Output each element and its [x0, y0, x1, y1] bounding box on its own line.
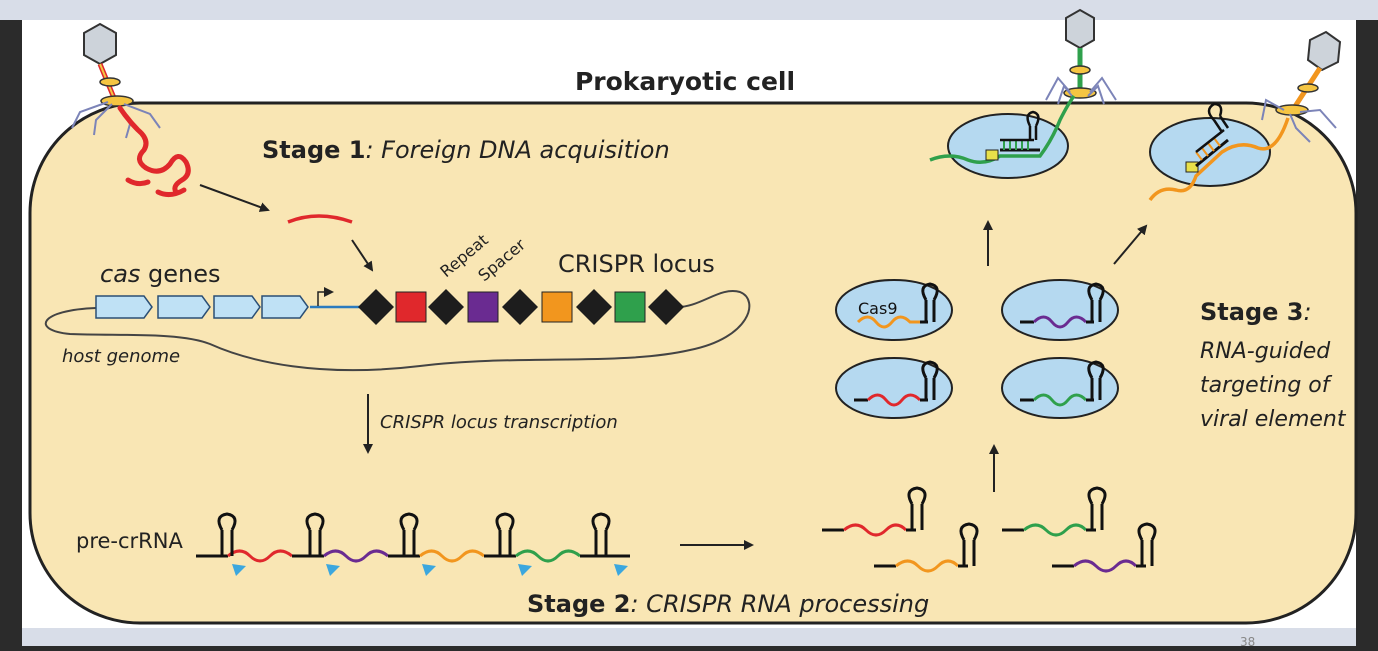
- cas-gene-4: [261, 295, 309, 319]
- injected-dna: [117, 105, 191, 195]
- cleavage-site-4: [518, 564, 532, 576]
- dna-fragment-2: [155, 187, 187, 198]
- repeat-4: [576, 289, 612, 325]
- arrow-acquire-1: [199, 184, 270, 212]
- spacer-orange: [541, 291, 573, 323]
- target-complex-green: [929, 94, 1076, 179]
- stage2-label: Stage 2: CRISPR RNA processing: [527, 590, 929, 618]
- stage2-subtitle: : CRISPR RNA processing: [630, 590, 929, 618]
- stage3-label: Stage 3: [1200, 298, 1303, 326]
- hairpin-4: [495, 512, 515, 556]
- repeat-3: [502, 289, 538, 325]
- dna-fragment-1: [125, 177, 151, 187]
- crrna-orange: [874, 522, 979, 573]
- cleavage-sites: [232, 564, 628, 576]
- mature-crrnas: [822, 486, 1157, 573]
- arrow-acquire-2: [351, 239, 374, 272]
- cas-gene-1: [95, 295, 153, 319]
- repeat-2: [428, 289, 464, 325]
- repeat-1: [358, 289, 394, 325]
- prokaryotic-cell: [28, 101, 1358, 625]
- hairpin-3: [399, 512, 419, 556]
- complex-purple: [1001, 279, 1119, 341]
- hairpin-2: [305, 512, 325, 556]
- pre-crrna-label: pre-crRNA: [76, 529, 183, 553]
- spacer-green: [614, 291, 646, 323]
- host-genome-label: host genome: [62, 346, 180, 367]
- cleavage-site-5: [614, 564, 628, 576]
- complex-orange: [835, 279, 953, 341]
- stage3-colon: :: [1303, 298, 1311, 326]
- target-complex-orange: [1148, 102, 1290, 202]
- stage3-line-2: targeting of: [1200, 373, 1333, 398]
- stage3-line-3: viral element: [1200, 407, 1347, 432]
- cas9-label: Cas9: [858, 299, 898, 318]
- hairpin-1: [217, 512, 237, 556]
- stage1-subtitle: : Foreign DNA acquisition: [365, 136, 669, 164]
- cas-genes: [95, 295, 309, 319]
- transcription-label: CRISPR locus transcription: [380, 412, 618, 433]
- complex-green: [1001, 357, 1119, 419]
- spacer-red: [395, 291, 427, 323]
- bottom-band: [22, 628, 1356, 646]
- repeat-5: [648, 289, 684, 325]
- cas-genes-label: cas genes: [100, 260, 221, 288]
- stage1-label: Stage 1: Foreign DNA acquisition: [262, 136, 670, 164]
- spacer-fragment: [287, 214, 353, 224]
- arrow-target-2: [1113, 224, 1148, 265]
- promoter-arrow: [317, 287, 334, 306]
- stage3-line-1: RNA-guided: [1200, 339, 1331, 364]
- stage1-title: Stage 1: [262, 136, 365, 164]
- crrna-green: [1002, 486, 1107, 537]
- cell-title: Prokaryotic cell: [575, 67, 795, 96]
- spacer-purple: [467, 291, 499, 323]
- phage-left: [71, 22, 161, 139]
- cas-italic: cas: [100, 260, 140, 288]
- top-band: [0, 0, 1378, 20]
- crispr-locus-label: CRISPR locus: [558, 250, 715, 278]
- hairpin-5: [591, 512, 611, 556]
- crispr-array: [358, 289, 684, 325]
- complex-red: [835, 357, 953, 419]
- genes-text: genes: [140, 260, 220, 288]
- cleavage-site-1: [232, 564, 246, 576]
- crrna-purple: [1052, 522, 1157, 573]
- cas-gene-2: [157, 295, 211, 319]
- stage2-title: Stage 2: [527, 590, 630, 618]
- phage-right: [1261, 30, 1342, 143]
- phage-top-right: [1045, 8, 1117, 105]
- cas9-complexes: [835, 279, 1119, 419]
- pre-crrna: [196, 512, 630, 563]
- cas-gene-3: [213, 295, 261, 319]
- page-number: 38: [1240, 635, 1255, 646]
- cleavage-site-3: [422, 564, 436, 576]
- cleavage-site-2: [326, 564, 340, 576]
- stage3-title: Stage 3:: [1200, 298, 1312, 326]
- host-genome-line: [45, 289, 751, 372]
- crrna-red: [822, 486, 927, 537]
